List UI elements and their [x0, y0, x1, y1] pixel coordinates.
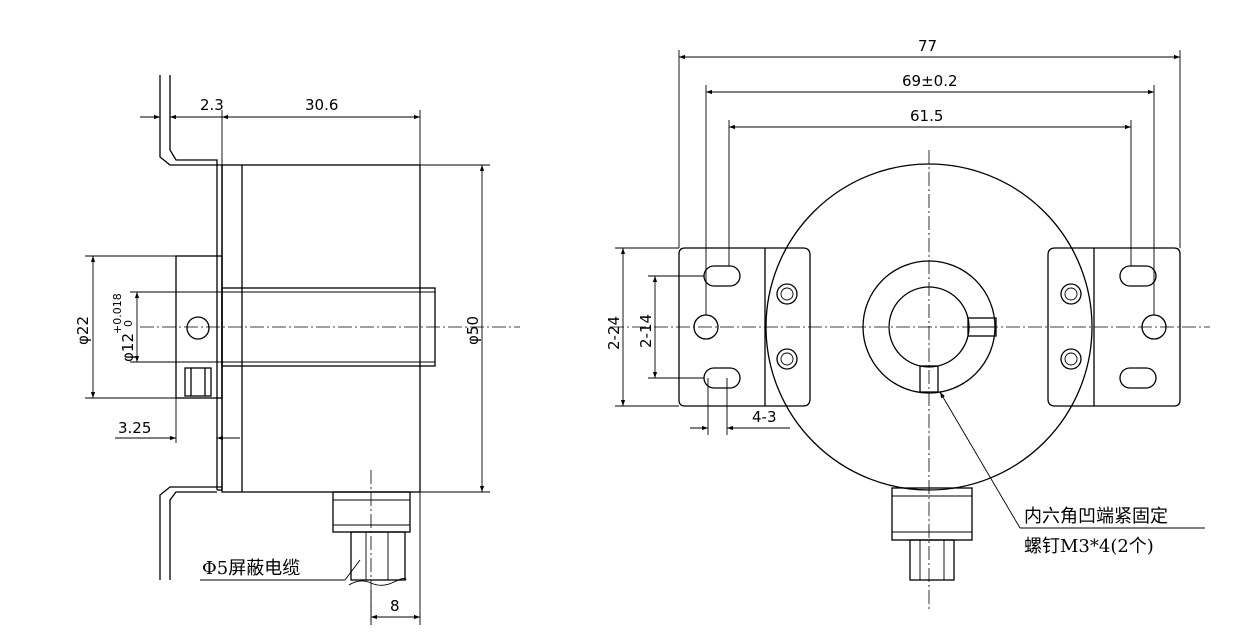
right-bracket: [1047, 247, 1181, 407]
dim-bracket-pitch: 61.5: [728, 107, 1132, 266]
hollow-shaft: [140, 255, 520, 399]
front-cable-gland: [891, 487, 973, 581]
dim-overall-width: 77: [678, 37, 1181, 248]
mounting-bracket: [159, 75, 223, 580]
dim-body-length: 30.6: [221, 96, 421, 165]
dim-body-diameter: φ50: [420, 164, 490, 493]
dim-label-61-5: 61.5: [910, 107, 943, 125]
dim-hub-diameter: φ22: [74, 255, 176, 399]
dim-label-4-3: 4-3: [752, 408, 777, 426]
set-screw-callout: 内六角凹端紧固定 螺钉M3*4(2个): [939, 391, 1205, 557]
dim-label-2-3: 2.3: [200, 96, 224, 114]
dim-label-phi12: φ12: [119, 333, 137, 362]
screw-note-line1: 内六角凹端紧固定: [1024, 506, 1168, 527]
dim-label-69: 69±0.2: [902, 72, 958, 90]
dim-label-3-25: 3.25: [118, 419, 151, 437]
left-bracket: [678, 247, 811, 407]
cable-note: Φ5屏蔽电缆: [202, 558, 300, 579]
dim-label-2-24: 2-24: [605, 316, 623, 350]
side-view: 2.3 30.6 φ22 φ12 +0.018 0: [74, 75, 520, 625]
dim-label-2-14: 2-14: [637, 314, 655, 348]
dim-cable-offset: 8: [370, 492, 421, 625]
cable-callout: Φ5屏蔽电缆: [200, 558, 361, 581]
dim-hole-pitch: 69±0.2: [705, 72, 1155, 315]
screw-note-line2: 螺钉M3*4(2个): [1024, 536, 1154, 557]
dim-label-shaft-tol-upper: +0.018: [111, 293, 124, 334]
dim-label-phi22: φ22: [74, 316, 92, 345]
dim-label-8: 8: [390, 597, 400, 615]
dim-slot-pitch: 2-14: [637, 275, 704, 379]
dim-label-phi50: φ50: [464, 316, 482, 345]
dim-label-shaft-tol-lower: 0: [122, 320, 135, 327]
housing-outline: [610, 150, 1210, 610]
dim-outer-height: 2-24: [605, 247, 679, 407]
encoder-body: [221, 164, 421, 493]
dim-flange-thickness: 2.3: [140, 75, 224, 120]
cable-gland: [332, 470, 411, 625]
dim-shaft-diameter: φ12 +0.018 0: [111, 291, 222, 363]
dim-label-77: 77: [918, 37, 937, 55]
dim-slot-width: 4-3: [690, 378, 790, 435]
front-view: 77 69±0.2 61.5 2-24 2-14: [605, 37, 1210, 610]
dim-slot-offset: 3.25: [115, 398, 240, 443]
dim-label-30-6: 30.6: [305, 96, 338, 114]
